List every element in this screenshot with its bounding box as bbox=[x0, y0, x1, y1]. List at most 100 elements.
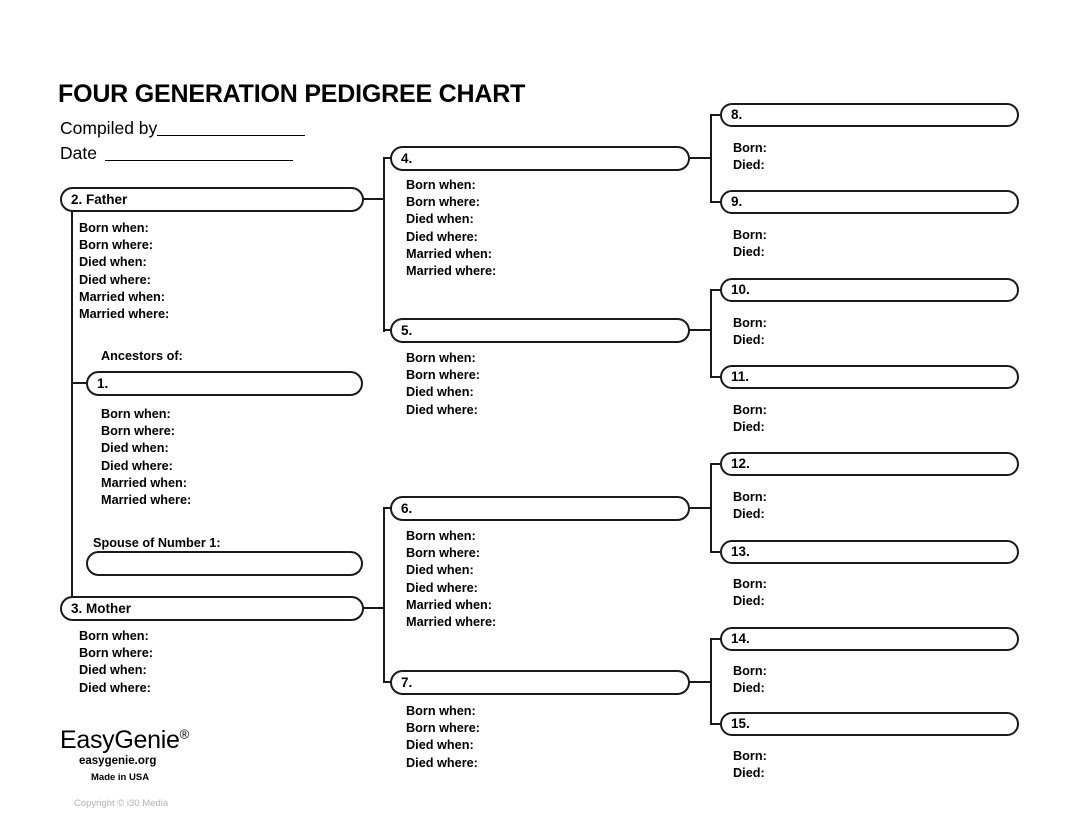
connector-to-p7 bbox=[383, 681, 392, 684]
person-box-7[interactable]: 7. bbox=[390, 670, 690, 695]
field-born-when[interactable]: Born when: bbox=[101, 407, 171, 421]
person-13-number: 13. bbox=[731, 544, 750, 560]
connector-p4-out bbox=[690, 157, 712, 160]
field-born-where[interactable]: Born where: bbox=[406, 546, 481, 561]
field-born-when[interactable]: Born when: bbox=[79, 629, 149, 643]
field-born-where[interactable]: Born where: bbox=[406, 368, 481, 383]
field-died-when[interactable]: Died when: bbox=[406, 738, 474, 753]
field-born-when[interactable]: Born when: bbox=[406, 704, 476, 718]
field-died[interactable]: Died: bbox=[733, 158, 765, 173]
field-born[interactable]: Born: bbox=[733, 664, 767, 678]
person-box-14[interactable]: 14. bbox=[720, 627, 1019, 651]
connector-to-p14 bbox=[710, 638, 722, 641]
field-died-where[interactable]: Died where: bbox=[79, 680, 151, 695]
field-died-when[interactable]: Died when: bbox=[406, 212, 474, 227]
field-born-when[interactable]: Born when: bbox=[406, 178, 476, 192]
copyright-notice: Copyright © i30 Media bbox=[74, 798, 169, 809]
date-label: Date bbox=[60, 143, 97, 163]
connector-p5-out bbox=[690, 329, 712, 332]
compiled-by-write-line[interactable] bbox=[157, 134, 306, 136]
field-married-when[interactable]: Married when: bbox=[101, 475, 188, 490]
connector-to-p15 bbox=[710, 723, 722, 726]
person-1-number: 1. bbox=[97, 375, 109, 391]
person-box-6[interactable]: 6. bbox=[390, 496, 690, 521]
field-born-where[interactable]: Born where: bbox=[406, 721, 481, 736]
person-box-5[interactable]: 5. bbox=[390, 318, 690, 343]
field-married-where[interactable]: Married where: bbox=[406, 615, 497, 630]
field-born[interactable]: Born: bbox=[733, 749, 767, 763]
field-born[interactable]: Born: bbox=[733, 490, 767, 504]
person-5-number: 5. bbox=[401, 322, 413, 338]
ancestors-of-label: Ancestors of: bbox=[101, 349, 183, 363]
person-box-3[interactable]: 3. Mother bbox=[60, 596, 364, 621]
field-died-when[interactable]: Died when: bbox=[79, 663, 147, 678]
person-box-11[interactable]: 11. bbox=[720, 365, 1019, 389]
field-died-when[interactable]: Died when: bbox=[406, 563, 474, 578]
field-died-when[interactable]: Died when: bbox=[79, 255, 147, 270]
field-born-where[interactable]: Born where: bbox=[79, 646, 154, 661]
field-died[interactable]: Died: bbox=[733, 245, 765, 260]
person-8-number: 8. bbox=[731, 107, 743, 123]
person-box-4[interactable]: 4. bbox=[390, 146, 690, 171]
spouse-of-number-1-label: Spouse of Number 1: bbox=[93, 536, 221, 550]
person-box-15[interactable]: 15. bbox=[720, 712, 1019, 736]
person-box-spouse-1[interactable] bbox=[86, 551, 363, 576]
field-married-when[interactable]: Married when: bbox=[406, 597, 493, 612]
person-10-number: 10. bbox=[731, 282, 750, 298]
person-11-number: 11. bbox=[731, 369, 750, 385]
field-died[interactable]: Died: bbox=[733, 333, 765, 348]
field-married-where[interactable]: Married where: bbox=[406, 264, 497, 279]
person-14-number: 14. bbox=[731, 631, 750, 647]
person-box-8[interactable]: 8. bbox=[720, 103, 1019, 127]
field-born-where[interactable]: Born where: bbox=[79, 238, 154, 253]
field-died[interactable]: Died: bbox=[733, 594, 765, 609]
person-box-13[interactable]: 13. bbox=[720, 540, 1019, 564]
field-born-where[interactable]: Born where: bbox=[406, 195, 481, 210]
field-married-where[interactable]: Married where: bbox=[79, 307, 170, 322]
date-write-line[interactable] bbox=[104, 159, 293, 161]
connector-p6-out bbox=[690, 507, 712, 510]
field-died[interactable]: Died: bbox=[733, 507, 765, 522]
field-died[interactable]: Died: bbox=[733, 420, 765, 435]
connector-gen1-spine bbox=[71, 209, 74, 609]
field-died-where[interactable]: Died where: bbox=[406, 402, 478, 417]
person-box-9[interactable]: 9. bbox=[720, 190, 1019, 214]
connector-to-p6 bbox=[383, 507, 392, 510]
connector-p4-bracket bbox=[710, 114, 713, 202]
field-died[interactable]: Died: bbox=[733, 766, 765, 781]
field-born[interactable]: Born: bbox=[733, 577, 767, 591]
connector-to-p11 bbox=[710, 376, 722, 379]
person-12-number: 12. bbox=[731, 456, 750, 472]
field-born[interactable]: Born: bbox=[733, 403, 767, 417]
person-box-10[interactable]: 10. bbox=[720, 278, 1019, 302]
field-married-when[interactable]: Married when: bbox=[406, 246, 493, 261]
field-born-when[interactable]: Born when: bbox=[406, 351, 476, 365]
person-box-2[interactable]: 2. Father bbox=[60, 187, 364, 212]
person-box-12[interactable]: 12. bbox=[720, 452, 1019, 476]
field-died-where[interactable]: Died where: bbox=[101, 458, 173, 473]
person-6-fields: Born when: Born where: Died when: Died w… bbox=[406, 528, 496, 631]
field-died-when[interactable]: Died when: bbox=[406, 385, 474, 400]
field-born-where[interactable]: Born where: bbox=[101, 424, 176, 439]
field-born-when[interactable]: Born when: bbox=[406, 529, 476, 543]
field-died-where[interactable]: Died where: bbox=[406, 755, 478, 770]
field-died-where[interactable]: Died where: bbox=[79, 272, 151, 287]
field-married-where[interactable]: Married where: bbox=[101, 493, 192, 508]
person-11-fields: Born: Died: bbox=[733, 402, 767, 436]
person-5-fields: Born when: Born where: Died when: Died w… bbox=[406, 350, 480, 419]
person-7-fields: Born when: Born where: Died when: Died w… bbox=[406, 703, 480, 772]
field-died-where[interactable]: Died where: bbox=[406, 580, 478, 595]
field-married-when[interactable]: Married when: bbox=[79, 289, 166, 304]
connector-p6-bracket bbox=[710, 463, 713, 551]
field-born[interactable]: Born: bbox=[733, 141, 767, 155]
field-died-when[interactable]: Died when: bbox=[101, 441, 169, 456]
field-died[interactable]: Died: bbox=[733, 681, 765, 696]
field-born[interactable]: Born: bbox=[733, 228, 767, 242]
field-died-where[interactable]: Died where: bbox=[406, 229, 478, 244]
connector-to-p4 bbox=[383, 157, 392, 160]
person-box-1[interactable]: 1. bbox=[86, 371, 363, 396]
field-born[interactable]: Born: bbox=[733, 316, 767, 330]
connector-to-p13 bbox=[710, 551, 722, 554]
field-born-when[interactable]: Born when: bbox=[79, 221, 149, 235]
